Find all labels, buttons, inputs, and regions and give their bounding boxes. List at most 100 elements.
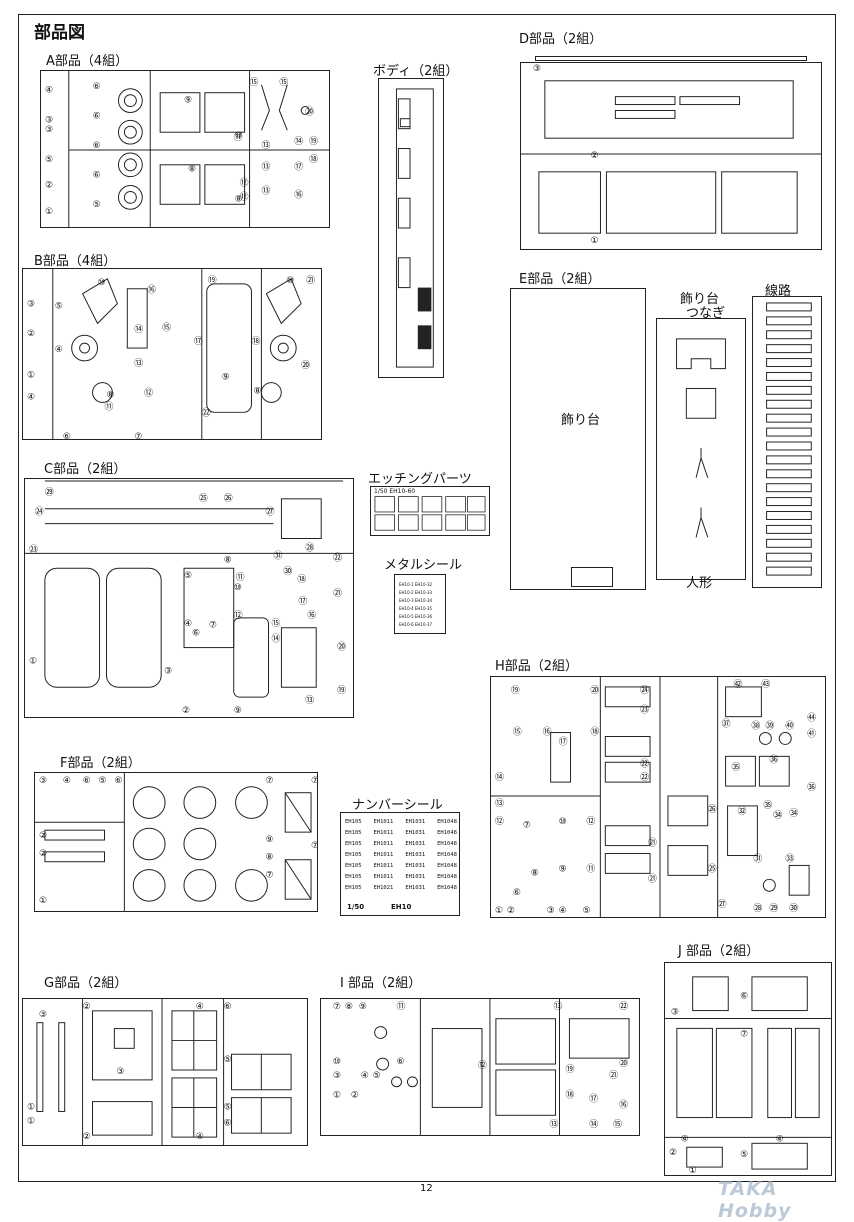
number-seal-cell: EH1011 [373, 841, 394, 847]
svg-text:⑲: ⑲ [309, 136, 318, 147]
svg-text:⑬: ⑬ [261, 140, 270, 151]
label-etching: エッチングパーツ [368, 472, 472, 487]
svg-text:㉕: ㉕ [708, 863, 717, 874]
number-seal-cell: EH105 [345, 841, 362, 847]
svg-text:⑥: ⑥ [63, 432, 71, 439]
svg-text:⑬: ⑬ [554, 1001, 563, 1012]
svg-text:⑱: ⑱ [251, 336, 260, 347]
svg-text:⑤: ⑤ [224, 1103, 232, 1113]
svg-text:③: ③ [671, 1008, 679, 1018]
svg-text:⑭: ⑭ [495, 772, 504, 783]
svg-text:⑧: ⑧ [345, 1002, 353, 1012]
svg-text:⑬: ⑬ [550, 1119, 559, 1130]
label-figure: 人形 [686, 576, 713, 591]
svg-text:㉚: ㉚ [283, 566, 292, 577]
svg-text:⑬: ⑬ [261, 162, 270, 173]
svg-text:㊱: ㊱ [769, 754, 778, 765]
svg-text:④: ④ [55, 345, 63, 355]
metal-seal-line-6: EH10-6 EH10-37 [399, 622, 433, 627]
label-part-a: A部品（4組） [46, 54, 129, 69]
svg-text:⑱: ⑱ [565, 1090, 574, 1101]
svg-text:⑫: ⑫ [495, 816, 504, 827]
svg-text:⑲: ⑲ [337, 685, 346, 696]
svg-text:②: ② [351, 1091, 359, 1101]
svg-text:㉝: ㉝ [785, 853, 794, 864]
label-part-f: F部品（2組） [60, 756, 141, 771]
number-seal-cell: EH1011 [373, 863, 394, 869]
svg-text:⑫: ⑫ [144, 388, 153, 399]
svg-text:㉒: ㉒ [333, 552, 342, 563]
svg-text:⑪: ⑪ [586, 863, 595, 874]
svg-text:㉟: ㉟ [732, 762, 741, 773]
svg-text:⑥: ⑥ [93, 111, 101, 121]
svg-text:⑯: ⑯ [619, 1099, 628, 1110]
svg-text:①: ① [27, 1103, 35, 1113]
svg-text:⑪: ⑪ [397, 1001, 406, 1012]
svg-text:⑥: ⑥ [740, 992, 748, 1002]
svg-text:⑬: ⑬ [134, 358, 143, 369]
label-track: 線路 [765, 284, 792, 299]
svg-text:①: ① [45, 207, 53, 217]
svg-text:⑧: ⑧ [235, 194, 243, 204]
sprue-e-track-drawing [766, 302, 812, 576]
svg-text:⑨: ⑨ [359, 1002, 367, 1012]
svg-text:⑭: ⑭ [134, 324, 143, 335]
svg-text:①: ① [333, 1091, 341, 1101]
svg-text:㉘: ㉘ [753, 903, 762, 914]
svg-text:①: ① [591, 236, 599, 246]
label-part-b: B部品（4組） [34, 254, 117, 269]
number-seal-cell: EH105 [345, 874, 362, 880]
svg-text:⑩: ⑩ [559, 817, 567, 827]
svg-text:⑧: ⑧ [106, 391, 114, 401]
svg-text:⑱: ⑱ [309, 154, 318, 165]
number-seal-cell: EH1011 [373, 819, 394, 825]
svg-text:④: ④ [681, 1134, 689, 1144]
svg-text:⑭: ⑭ [294, 136, 303, 147]
svg-text:㉞: ㉞ [773, 810, 782, 821]
metal-seal-line-5: EH10-5 EH10-36 [399, 614, 433, 619]
number-seal-model: EH10 [391, 903, 412, 911]
sprue-d-drawing: ③②① [521, 64, 821, 246]
svg-text:③: ③ [45, 115, 53, 125]
svg-text:⑫: ⑫ [234, 610, 243, 621]
svg-text:⑮: ⑮ [250, 77, 259, 88]
svg-text:⑦: ⑦ [311, 841, 317, 851]
svg-text:⑥: ⑥ [513, 888, 521, 898]
svg-text:⑦: ⑦ [209, 621, 217, 631]
watermark: TAKA Hobby [718, 1178, 792, 1222]
svg-text:㉓: ㉓ [640, 705, 649, 716]
svg-text:⑰: ⑰ [559, 736, 568, 747]
number-seal-cell: EH105 [345, 830, 362, 836]
svg-text:⑳: ⑳ [337, 642, 346, 653]
number-seal-cell: EH105 [345, 819, 362, 825]
sprue-e-stand: 飾り台 [510, 288, 646, 590]
svg-text:⑱: ⑱ [297, 574, 306, 585]
svg-text:⑩: ⑩ [234, 583, 242, 593]
label-part-c: C部品（2組） [44, 462, 127, 477]
svg-text:⑩: ⑩ [333, 1057, 341, 1067]
label-connector-1: 飾り台 [680, 292, 720, 307]
svg-text:㊱: ㊱ [807, 782, 816, 793]
svg-text:⑲: ⑲ [565, 1064, 574, 1075]
svg-text:⑯: ⑯ [147, 285, 156, 296]
svg-text:⑪: ⑪ [234, 132, 243, 143]
svg-text:⑨: ⑨ [222, 373, 230, 383]
label-number-seal: ナンバーシール [352, 798, 443, 813]
svg-text:㉑: ㉑ [648, 838, 657, 849]
label-part-h: H部品（2組） [495, 659, 579, 674]
svg-text:⑫: ⑫ [586, 816, 595, 827]
svg-text:③: ③ [533, 64, 541, 74]
svg-text:②: ② [27, 329, 35, 339]
svg-text:⑭: ⑭ [271, 634, 280, 645]
number-seal-cell: EH1021 [373, 885, 394, 891]
svg-text:①: ① [27, 371, 35, 381]
